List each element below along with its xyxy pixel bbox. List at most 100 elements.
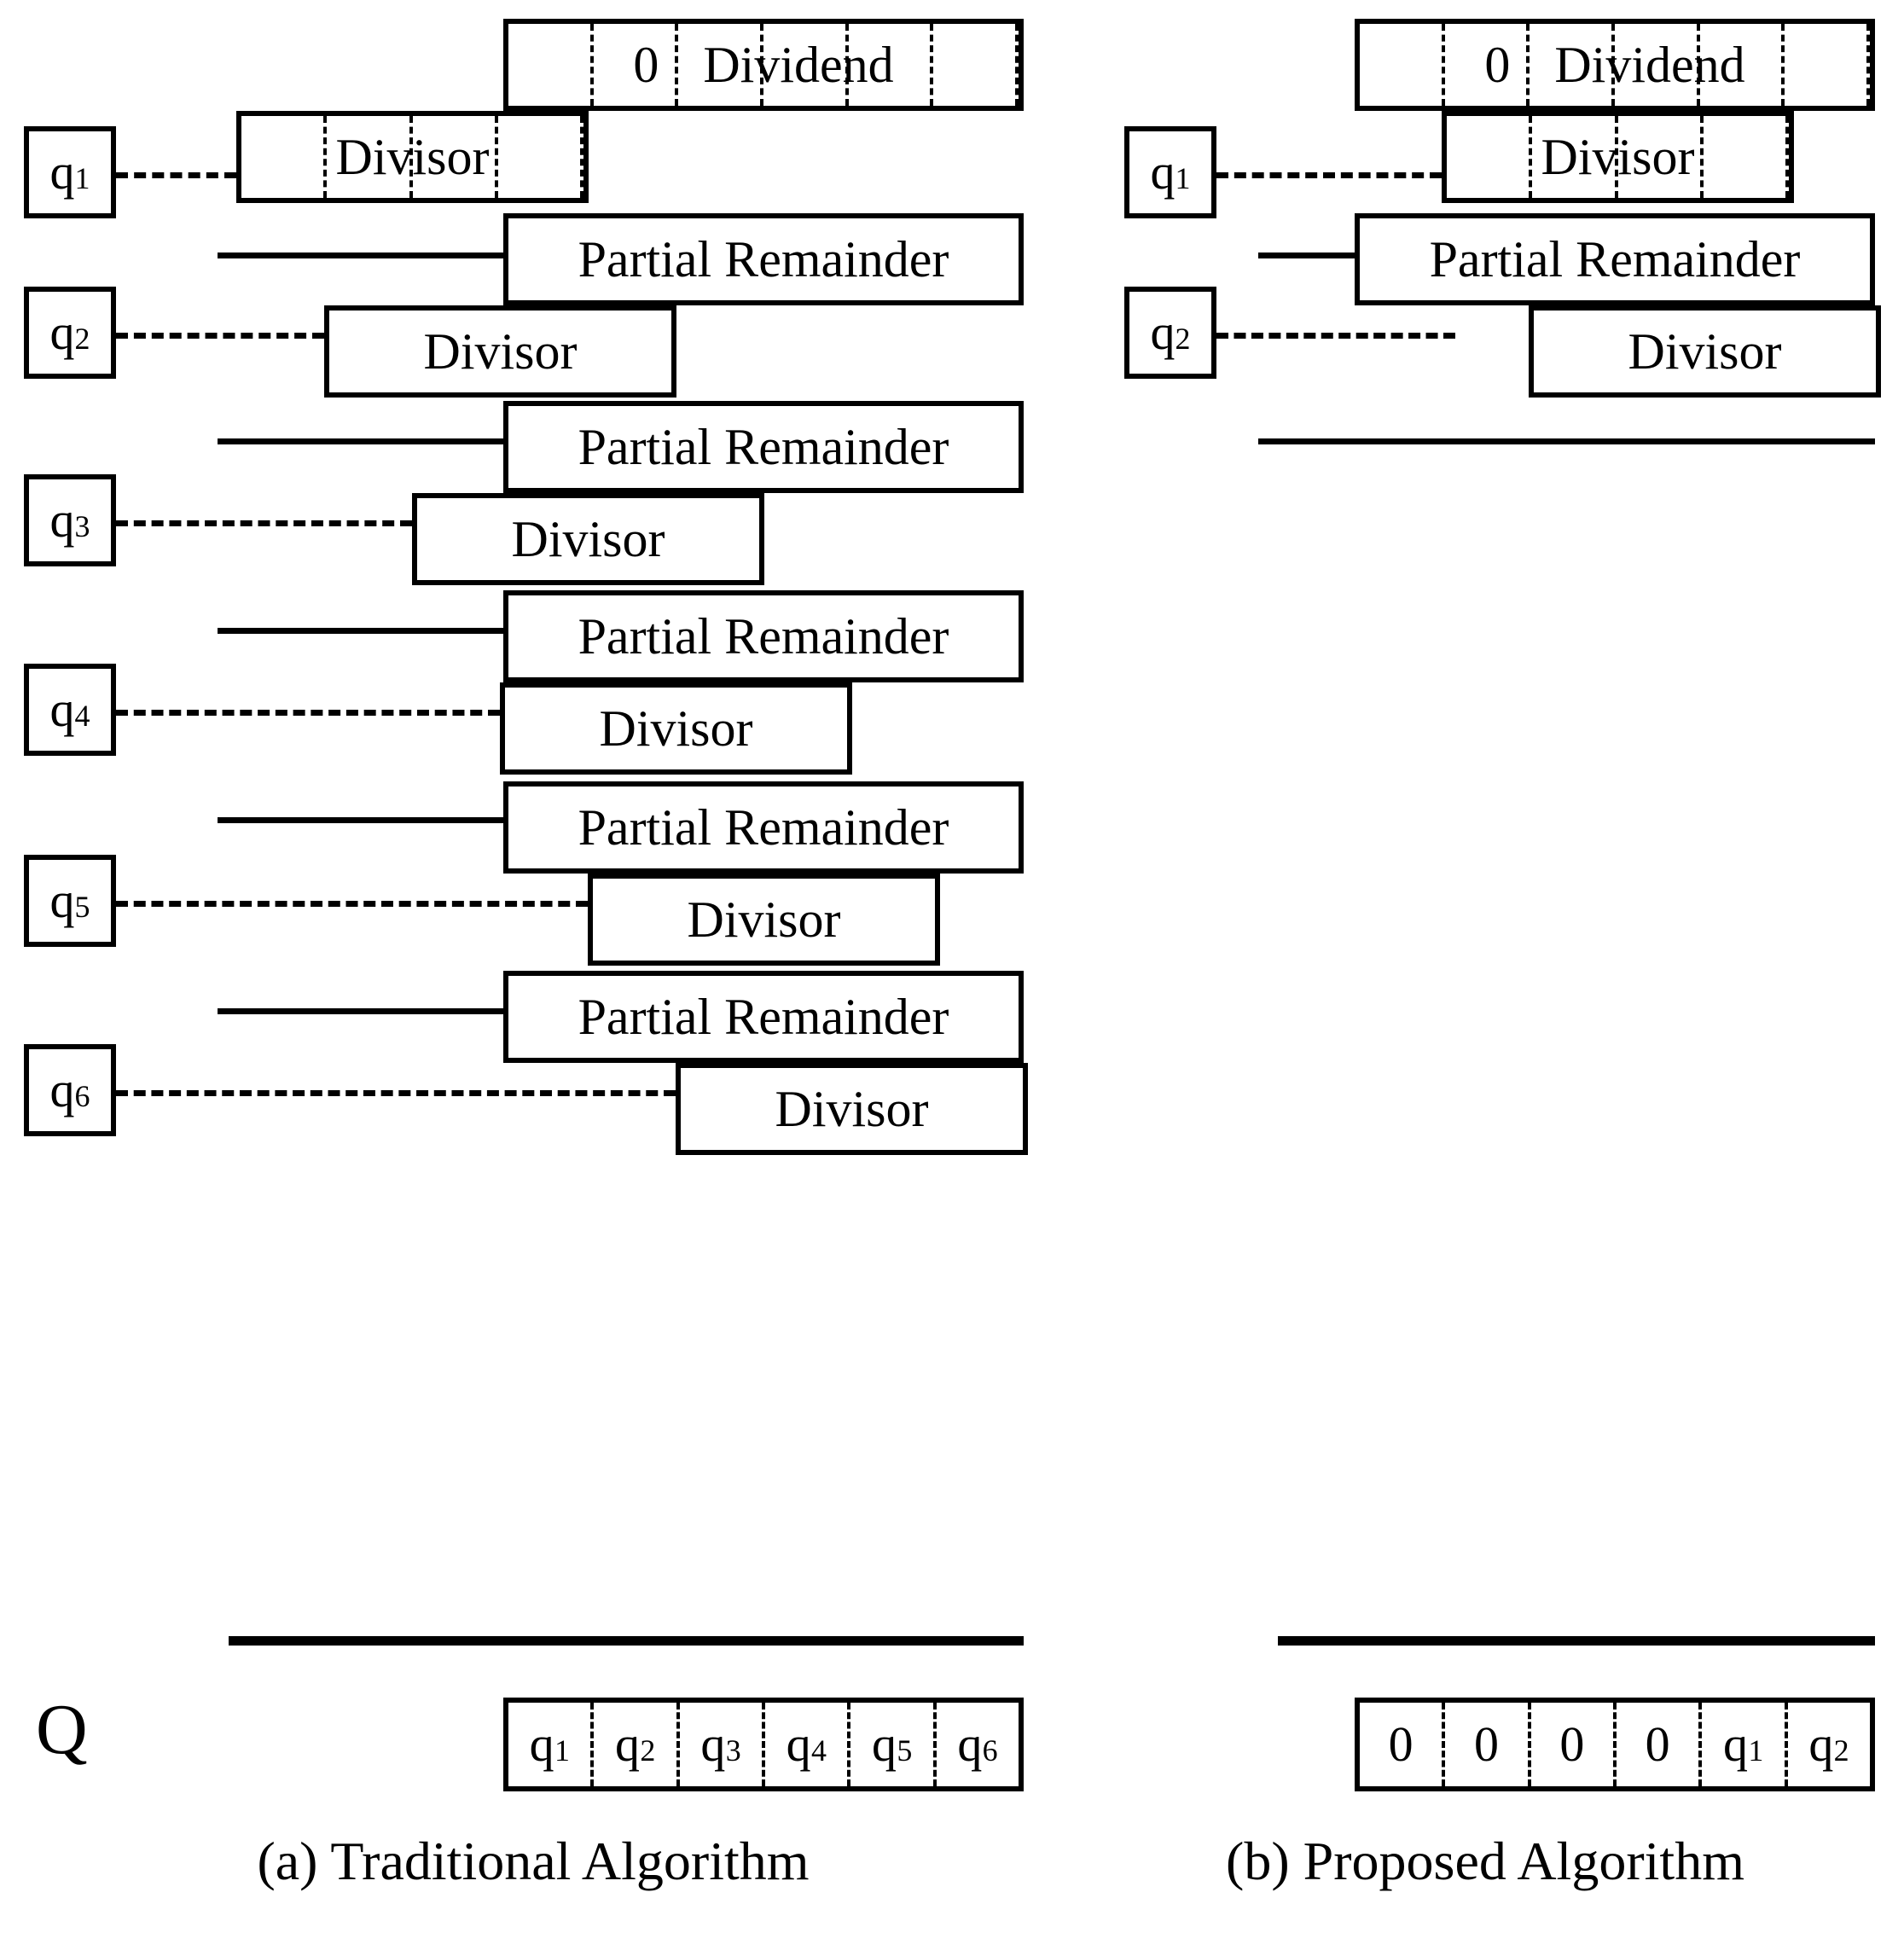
q-connector-left-4 — [116, 710, 500, 716]
q-index-base: q — [1150, 305, 1175, 360]
q-index-sub: 2 — [74, 321, 90, 356]
partial-remainder-register-left-2: Partial Remainder — [503, 213, 1024, 305]
dividend-cell — [849, 24, 934, 106]
q-index-base: q — [49, 492, 75, 548]
partial-remainder-cell — [508, 406, 1019, 488]
q-index-sub: 6 — [74, 1078, 90, 1113]
divisor-cell — [1704, 116, 1789, 198]
partial-remainder-cell — [508, 218, 1019, 300]
divisor-register-left-1: Divisor — [236, 111, 589, 203]
dividend-register-right: 0 Dividend — [1355, 19, 1875, 111]
dividend-cell — [594, 24, 679, 106]
partial-remainder-cell — [508, 976, 1019, 1058]
quotient-cell-text: 0 — [1559, 1716, 1585, 1772]
q-connector-left-3 — [116, 520, 412, 526]
divisor-register-left-5: Divisor — [588, 874, 940, 966]
divisor-cell — [329, 311, 671, 392]
q-index-sub: 3 — [74, 508, 90, 543]
divisor-cell — [498, 116, 583, 198]
quotient-cell-text: 0 — [1473, 1716, 1499, 1772]
q-index-base: q — [49, 305, 75, 360]
caption-traditional: (a) Traditional Algorithm — [257, 1831, 810, 1891]
dividend-cell — [1615, 24, 1700, 106]
q-index-base: q — [49, 144, 75, 200]
partial-remainder-cell — [508, 787, 1019, 868]
partial-remainder-register-left-3: Partial Remainder — [503, 401, 1024, 493]
quotient-cell: 0 — [1445, 1703, 1531, 1786]
partial-remainder-register-left-6: Partial Remainder — [503, 971, 1024, 1063]
dividend-cell — [1360, 24, 1445, 106]
quotient-separator-right — [1278, 1636, 1875, 1646]
partial-remainder-register-left-4: Partial Remainder — [503, 590, 1024, 682]
divisor-cell — [1618, 116, 1704, 198]
dividend-cell — [1445, 24, 1530, 106]
partial-remainder-cell — [1360, 218, 1870, 300]
divisor-cell — [681, 1068, 1023, 1150]
q-index-base: q — [1150, 144, 1175, 200]
quotient-cell: 0 — [1617, 1703, 1703, 1786]
q-index-sub: 2 — [1175, 321, 1191, 356]
divisor-register-left-2: Divisor — [324, 305, 676, 398]
dividend-cell — [933, 24, 1019, 106]
q-index-sub: 1 — [74, 160, 90, 195]
quotient-cell: 0 — [1531, 1703, 1617, 1786]
divisor-cell — [417, 498, 759, 580]
dividend-cell — [508, 24, 594, 106]
divisor-register-right-2: Divisor — [1529, 305, 1881, 398]
dividend-cell — [1530, 24, 1616, 106]
quotient-cell: 0 — [1360, 1703, 1446, 1786]
q-index-sub: 1 — [1175, 160, 1191, 195]
dividend-cell — [1700, 24, 1785, 106]
q-connector-right-2 — [1216, 333, 1455, 339]
quotient-separator-left — [229, 1636, 1024, 1646]
dividend-register-left: 0 Dividend — [503, 19, 1024, 111]
dividend-cell — [678, 24, 764, 106]
caption-proposed: (b) Proposed Algorithm — [1226, 1831, 1744, 1891]
divisor-cell — [327, 116, 413, 198]
divisor-register-right-1: Divisor — [1442, 111, 1794, 203]
partial-remainder-register-right-2: Partial Remainder — [1355, 213, 1875, 305]
q-connector-left-1 — [116, 172, 236, 178]
dividend-cell — [1785, 24, 1871, 106]
divisor-cell — [241, 116, 328, 198]
row-separator-right-2 — [1258, 438, 1875, 444]
divisor-register-left-6: Divisor — [676, 1063, 1028, 1155]
dividend-cell — [763, 24, 849, 106]
divisor-register-left-4: Divisor — [500, 682, 852, 775]
q-index-sub: 5 — [74, 889, 90, 924]
q-index-base: q — [49, 1062, 75, 1117]
divisor-cell — [1532, 116, 1618, 198]
quotient-cell-text: 0 — [1388, 1716, 1413, 1772]
q-connector-left-5 — [116, 901, 588, 907]
quotient-symbol-left: Q — [36, 1690, 88, 1769]
q-connector-left-6 — [116, 1090, 676, 1096]
q-index-base: q — [49, 873, 75, 928]
q-index-sub: 4 — [74, 698, 90, 733]
divisor-cell — [1534, 311, 1876, 392]
